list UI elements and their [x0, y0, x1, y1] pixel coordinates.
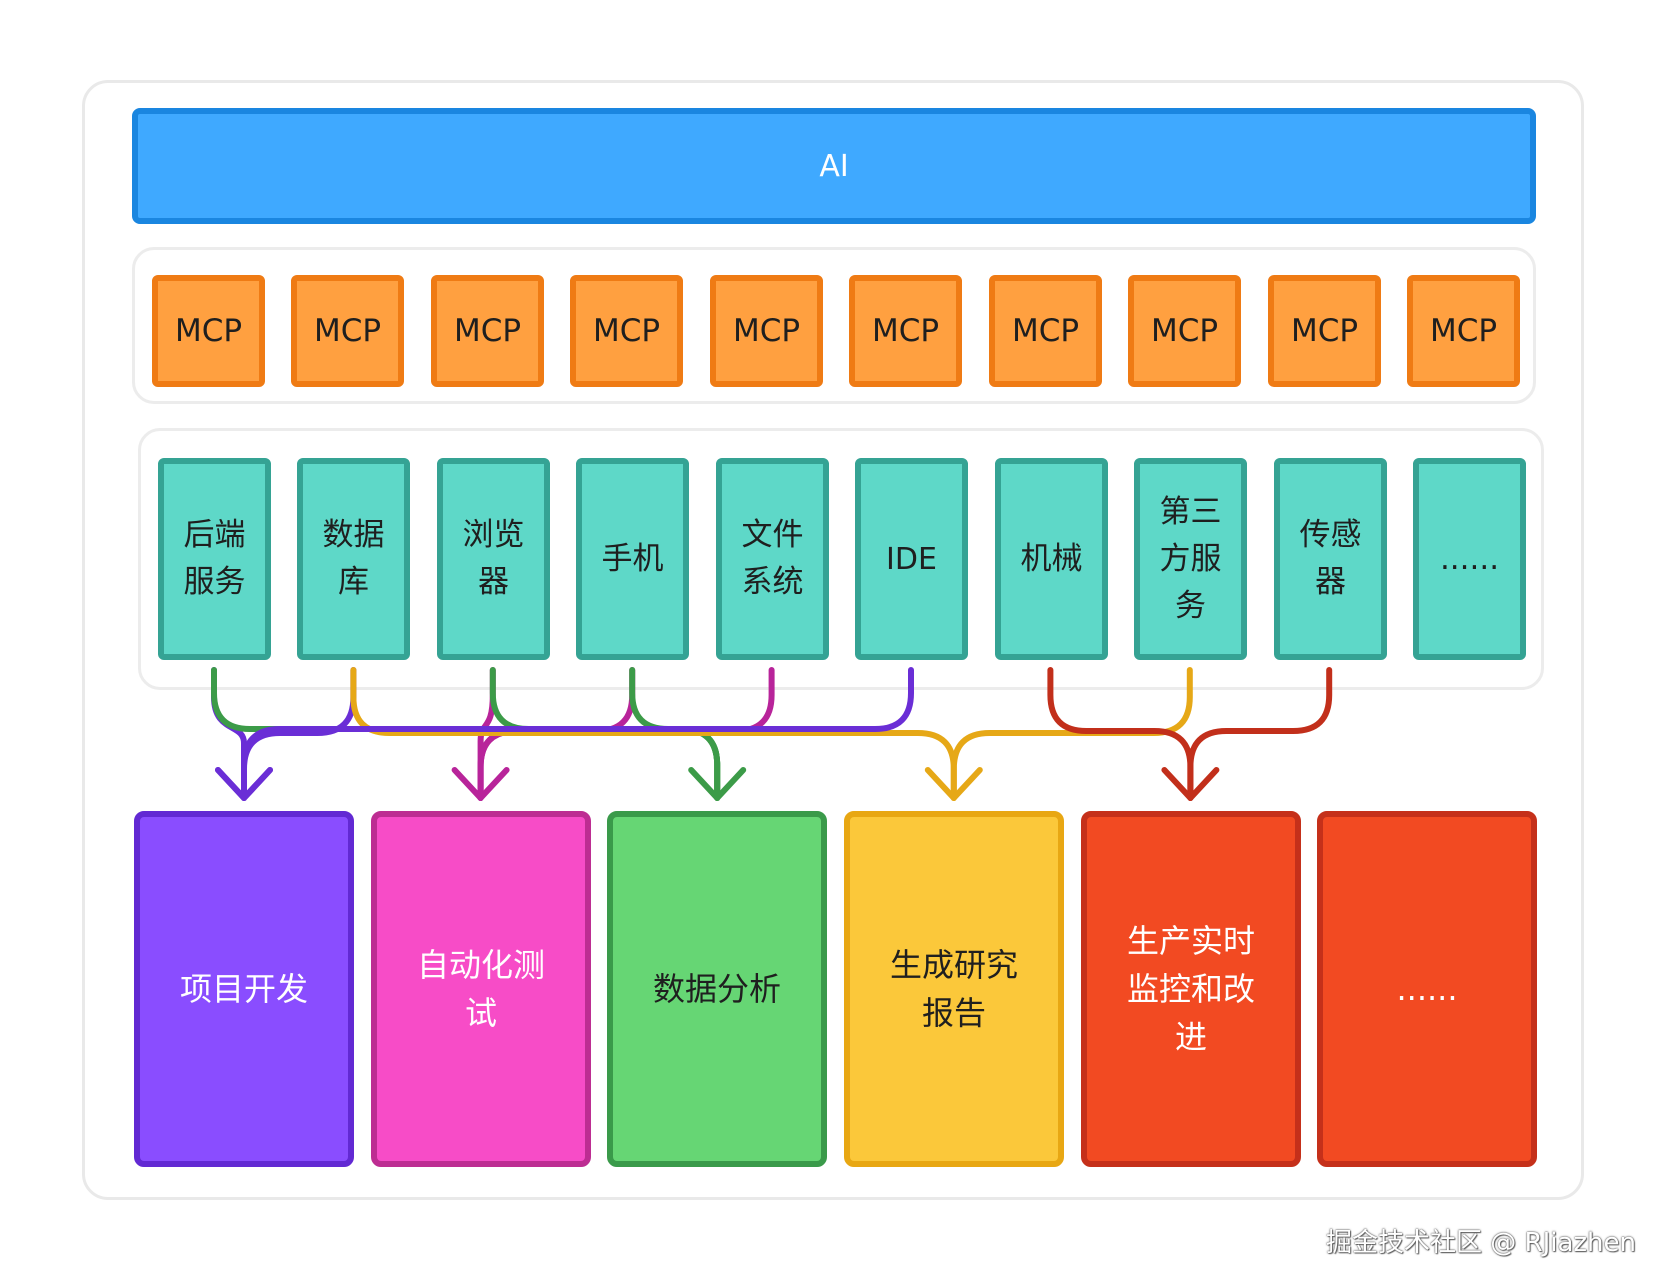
- outcome-label: 项目开发: [179, 970, 308, 1008]
- resource-label: 文件 系统: [741, 517, 804, 600]
- mcp-label: MCP: [1150, 313, 1219, 349]
- resource-phone: 手机: [576, 458, 689, 660]
- flow-line: [950, 667, 1193, 801]
- mcp-box: MCP: [291, 275, 404, 387]
- resource-machinery: 机械: [995, 458, 1108, 660]
- outcome-label: 生成研究 报告: [889, 946, 1018, 1032]
- flow-line: [1047, 667, 1194, 801]
- mcp-label: MCP: [1011, 313, 1080, 349]
- outcome-data-analysis: 数据分析: [607, 811, 827, 1167]
- resource-database: 数据 库: [297, 458, 410, 660]
- resource-third-party: 第三 方服 务: [1134, 458, 1247, 660]
- mcp-label: MCP: [871, 313, 940, 349]
- outcome-research-report: 生成研究 报告: [844, 811, 1064, 1167]
- mcp-box: MCP: [989, 275, 1102, 387]
- resource-label: 手机: [601, 540, 664, 577]
- mcp-box: MCP: [1128, 275, 1241, 387]
- flow-line: [241, 667, 914, 801]
- resource-label: 传感 器: [1299, 517, 1362, 600]
- flow-arrowhead: [1161, 767, 1220, 801]
- mcp-box: MCP: [152, 275, 265, 387]
- resource-label: ......: [1439, 540, 1500, 577]
- resource-label: 机械: [1020, 540, 1083, 577]
- outcome-label: 生产实时 监控和改 进: [1126, 922, 1255, 1056]
- resource-backend: 后端 服务: [158, 458, 271, 660]
- flow-arrowhead: [924, 767, 983, 801]
- mcp-box: MCP: [1268, 275, 1381, 387]
- outcome-label: 自动化测 试: [416, 946, 545, 1032]
- mcp-label: MCP: [732, 313, 801, 349]
- resource-label: 数据 库: [322, 517, 385, 600]
- mcp-box: MCP: [570, 275, 683, 387]
- mcp-box: MCP: [431, 275, 544, 387]
- mcp-box: MCP: [710, 275, 823, 387]
- mcp-label: MCP: [1429, 313, 1498, 349]
- mcp-box: MCP: [1407, 275, 1520, 387]
- ai-layer: AI: [132, 108, 1536, 224]
- resource-label: 第三 方服 务: [1159, 493, 1222, 624]
- resource-sensor: 传感 器: [1274, 458, 1387, 660]
- mcp-label: MCP: [174, 313, 243, 349]
- outcome-more: ......: [1317, 811, 1537, 1167]
- resource-label: 浏览 器: [462, 517, 525, 600]
- resource-filesystem: 文件 系统: [716, 458, 829, 660]
- flow-line: [350, 667, 957, 801]
- outcome-project-dev: 项目开发: [134, 811, 354, 1167]
- resource-more: ......: [1413, 458, 1526, 660]
- ai-label: AI: [819, 148, 849, 184]
- outcome-label: 数据分析: [652, 970, 781, 1008]
- outcome-auto-test: 自动化测 试: [371, 811, 591, 1167]
- resource-label: IDE: [886, 541, 937, 577]
- outcome-production-monitoring: 生产实时 监控和改 进: [1081, 811, 1301, 1167]
- mcp-label: MCP: [1290, 313, 1359, 349]
- flow-arrowhead: [451, 767, 510, 801]
- resource-label: 后端 服务: [183, 517, 246, 600]
- watermark: 掘金技术社区 @ RJiazhen: [1325, 1228, 1636, 1258]
- flow-line: [1187, 667, 1333, 801]
- mcp-label: MCP: [313, 313, 382, 349]
- resource-ide: IDE: [855, 458, 968, 660]
- flow-arrowhead: [688, 767, 747, 801]
- mcp-box: MCP: [849, 275, 962, 387]
- mcp-label: MCP: [453, 313, 522, 349]
- flow-arrowhead: [215, 767, 273, 801]
- outcome-label: ......: [1396, 970, 1458, 1008]
- mcp-label: MCP: [592, 313, 661, 349]
- resource-browser: 浏览 器: [437, 458, 550, 660]
